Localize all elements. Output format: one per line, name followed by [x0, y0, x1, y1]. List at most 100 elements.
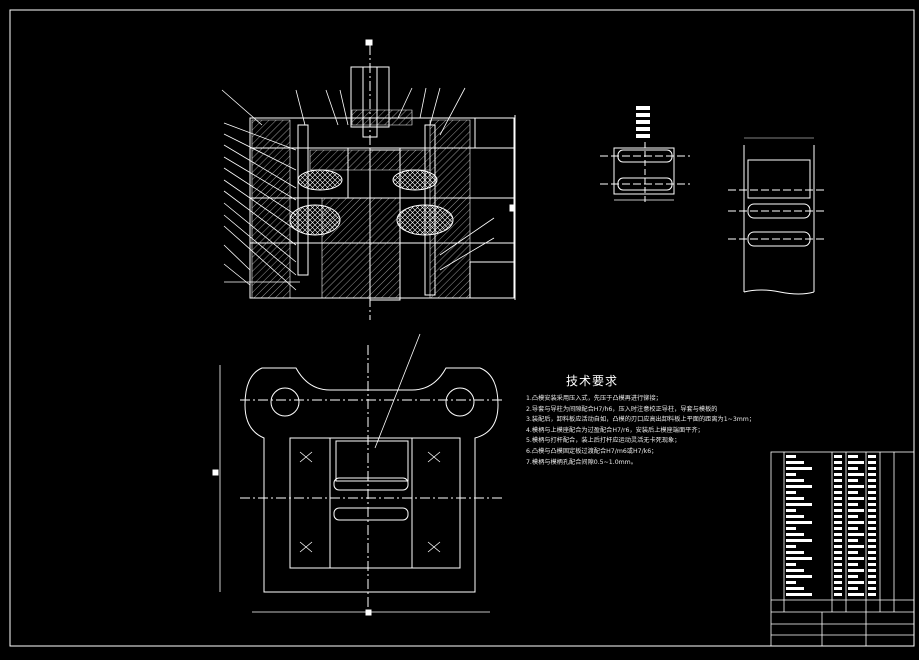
parts-list-cell	[868, 485, 876, 488]
parts-list-cell	[786, 479, 804, 482]
parts-list-cell	[786, 569, 804, 572]
parts-list-cell	[786, 461, 804, 464]
parts-list-cell	[848, 497, 864, 500]
parts-list-cell	[848, 551, 858, 554]
technical-requirements-list: 1.凸模安装采用压入式，先压于凸模再进行铆接； 2.导套与导柱为间隙配合H7/h…	[526, 394, 755, 468]
drawing-frame	[9, 9, 915, 647]
requirement-item: 6.凸模与凸模固定板过渡配合H7/m6或H7/k6；	[526, 447, 658, 455]
parts-list-cell	[868, 509, 876, 512]
parts-list-cell	[834, 569, 842, 572]
parts-list-cell	[848, 485, 864, 488]
parts-list-cell	[834, 545, 842, 548]
parts-list-cell	[868, 593, 876, 596]
requirement-item: 7.模柄与模柄孔配合间隙0.5~1.0mm。	[526, 458, 637, 466]
part-detail	[600, 106, 690, 205]
parts-list-cell	[868, 497, 876, 500]
parts-list-cell	[848, 569, 864, 572]
parts-list-rows	[786, 455, 876, 596]
parts-list-cell	[786, 557, 812, 560]
parts-list-cell	[834, 575, 842, 578]
parts-list-cell	[834, 581, 842, 584]
requirement-item: 4.模柄与上模座配合为过盈配合H7/r6，安装后上模座端面平齐；	[526, 426, 704, 434]
parts-list-cell	[848, 545, 864, 548]
parts-list-cell	[786, 485, 812, 488]
parts-list-cell	[786, 575, 812, 578]
parts-list-cell	[848, 527, 858, 530]
parts-list-cell	[786, 473, 796, 476]
parts-list-cell	[786, 533, 804, 536]
parts-list-cell	[868, 467, 876, 470]
parts-list-cell	[848, 473, 864, 476]
parts-list-cell	[848, 575, 858, 578]
parts-list-cell	[786, 581, 796, 584]
parts-list-cell	[834, 455, 842, 458]
parts-list-cell	[848, 461, 864, 464]
parts-list-cell	[868, 479, 876, 482]
parts-list-cell	[868, 539, 876, 542]
parts-list-cell	[868, 569, 876, 572]
parts-list-cell	[786, 545, 796, 548]
parts-list-cell	[786, 527, 796, 530]
parts-list-cell	[868, 461, 876, 464]
parts-list-cell	[868, 503, 876, 506]
parts-list-cell	[868, 533, 876, 536]
parts-list-cell	[868, 551, 876, 554]
parts-list-cell	[848, 491, 858, 494]
parts-list-cell	[834, 473, 842, 476]
parts-list-cell	[834, 491, 842, 494]
strip-view	[728, 137, 826, 295]
parts-list-cell	[834, 503, 842, 506]
parts-list-cell	[834, 497, 842, 500]
parts-list-cell	[834, 557, 842, 560]
parts-list-cell	[834, 587, 842, 590]
parts-list-cell	[786, 593, 812, 596]
requirement-item: 2.导套与导柱为间隙配合H7/h6，压入时注意校正导柱，导套与模板的	[526, 405, 718, 413]
parts-list-cell	[868, 581, 876, 584]
parts-list-cell	[848, 521, 864, 524]
parts-list-cell	[848, 563, 858, 566]
parts-list-cell	[834, 521, 842, 524]
parts-list-cell	[868, 455, 876, 458]
parts-list-cell	[848, 557, 864, 560]
parts-list-cell	[868, 575, 876, 578]
parts-list-cell	[786, 497, 804, 500]
parts-list-cell	[848, 533, 864, 536]
parts-list-cell	[786, 491, 796, 494]
parts-list-cell	[786, 515, 804, 518]
parts-list-cell	[848, 587, 858, 590]
requirement-item: 5.模柄与打杆配合，装上后打杆应运动灵活无卡死现象；	[526, 437, 681, 445]
parts-list-cell	[848, 503, 858, 506]
parts-list-cell	[868, 521, 876, 524]
requirement-item: 3.装配后，卸料板应活动自如，凸模的刃口应高出卸料板上平面的距离为1~3mm；	[526, 416, 756, 424]
parts-list-cell	[786, 521, 812, 524]
parts-list-cell	[834, 509, 842, 512]
parts-list-cell	[848, 515, 858, 518]
parts-list-cell	[834, 533, 842, 536]
parts-list-cell	[834, 479, 842, 482]
requirement-item: 1.凸模安装采用压入式，先压于凸模再进行铆接；	[526, 395, 662, 402]
parts-list-cell	[848, 509, 864, 512]
parts-list-cell	[786, 503, 812, 506]
parts-list-cell	[834, 461, 842, 464]
parts-list-cell	[834, 551, 842, 554]
parts-list-cell	[786, 509, 796, 512]
parts-list-cell	[834, 593, 842, 596]
parts-list-cell	[786, 563, 796, 566]
parts-list-cell	[848, 539, 858, 542]
parts-list-cell	[834, 563, 842, 566]
parts-list-cell	[868, 557, 876, 560]
parts-list-cell	[868, 515, 876, 518]
parts-list-cell	[848, 455, 858, 458]
section-view	[221, 39, 516, 320]
parts-list-cell	[848, 581, 864, 584]
title-block	[770, 451, 915, 647]
parts-list-cell	[868, 491, 876, 494]
parts-list-cell	[848, 467, 858, 470]
parts-list-cell	[786, 587, 804, 590]
parts-list-cell	[868, 527, 876, 530]
parts-list-cell	[868, 473, 876, 476]
parts-list-cell	[868, 545, 876, 548]
parts-list-cell	[786, 539, 812, 542]
parts-list-cell	[834, 539, 842, 542]
